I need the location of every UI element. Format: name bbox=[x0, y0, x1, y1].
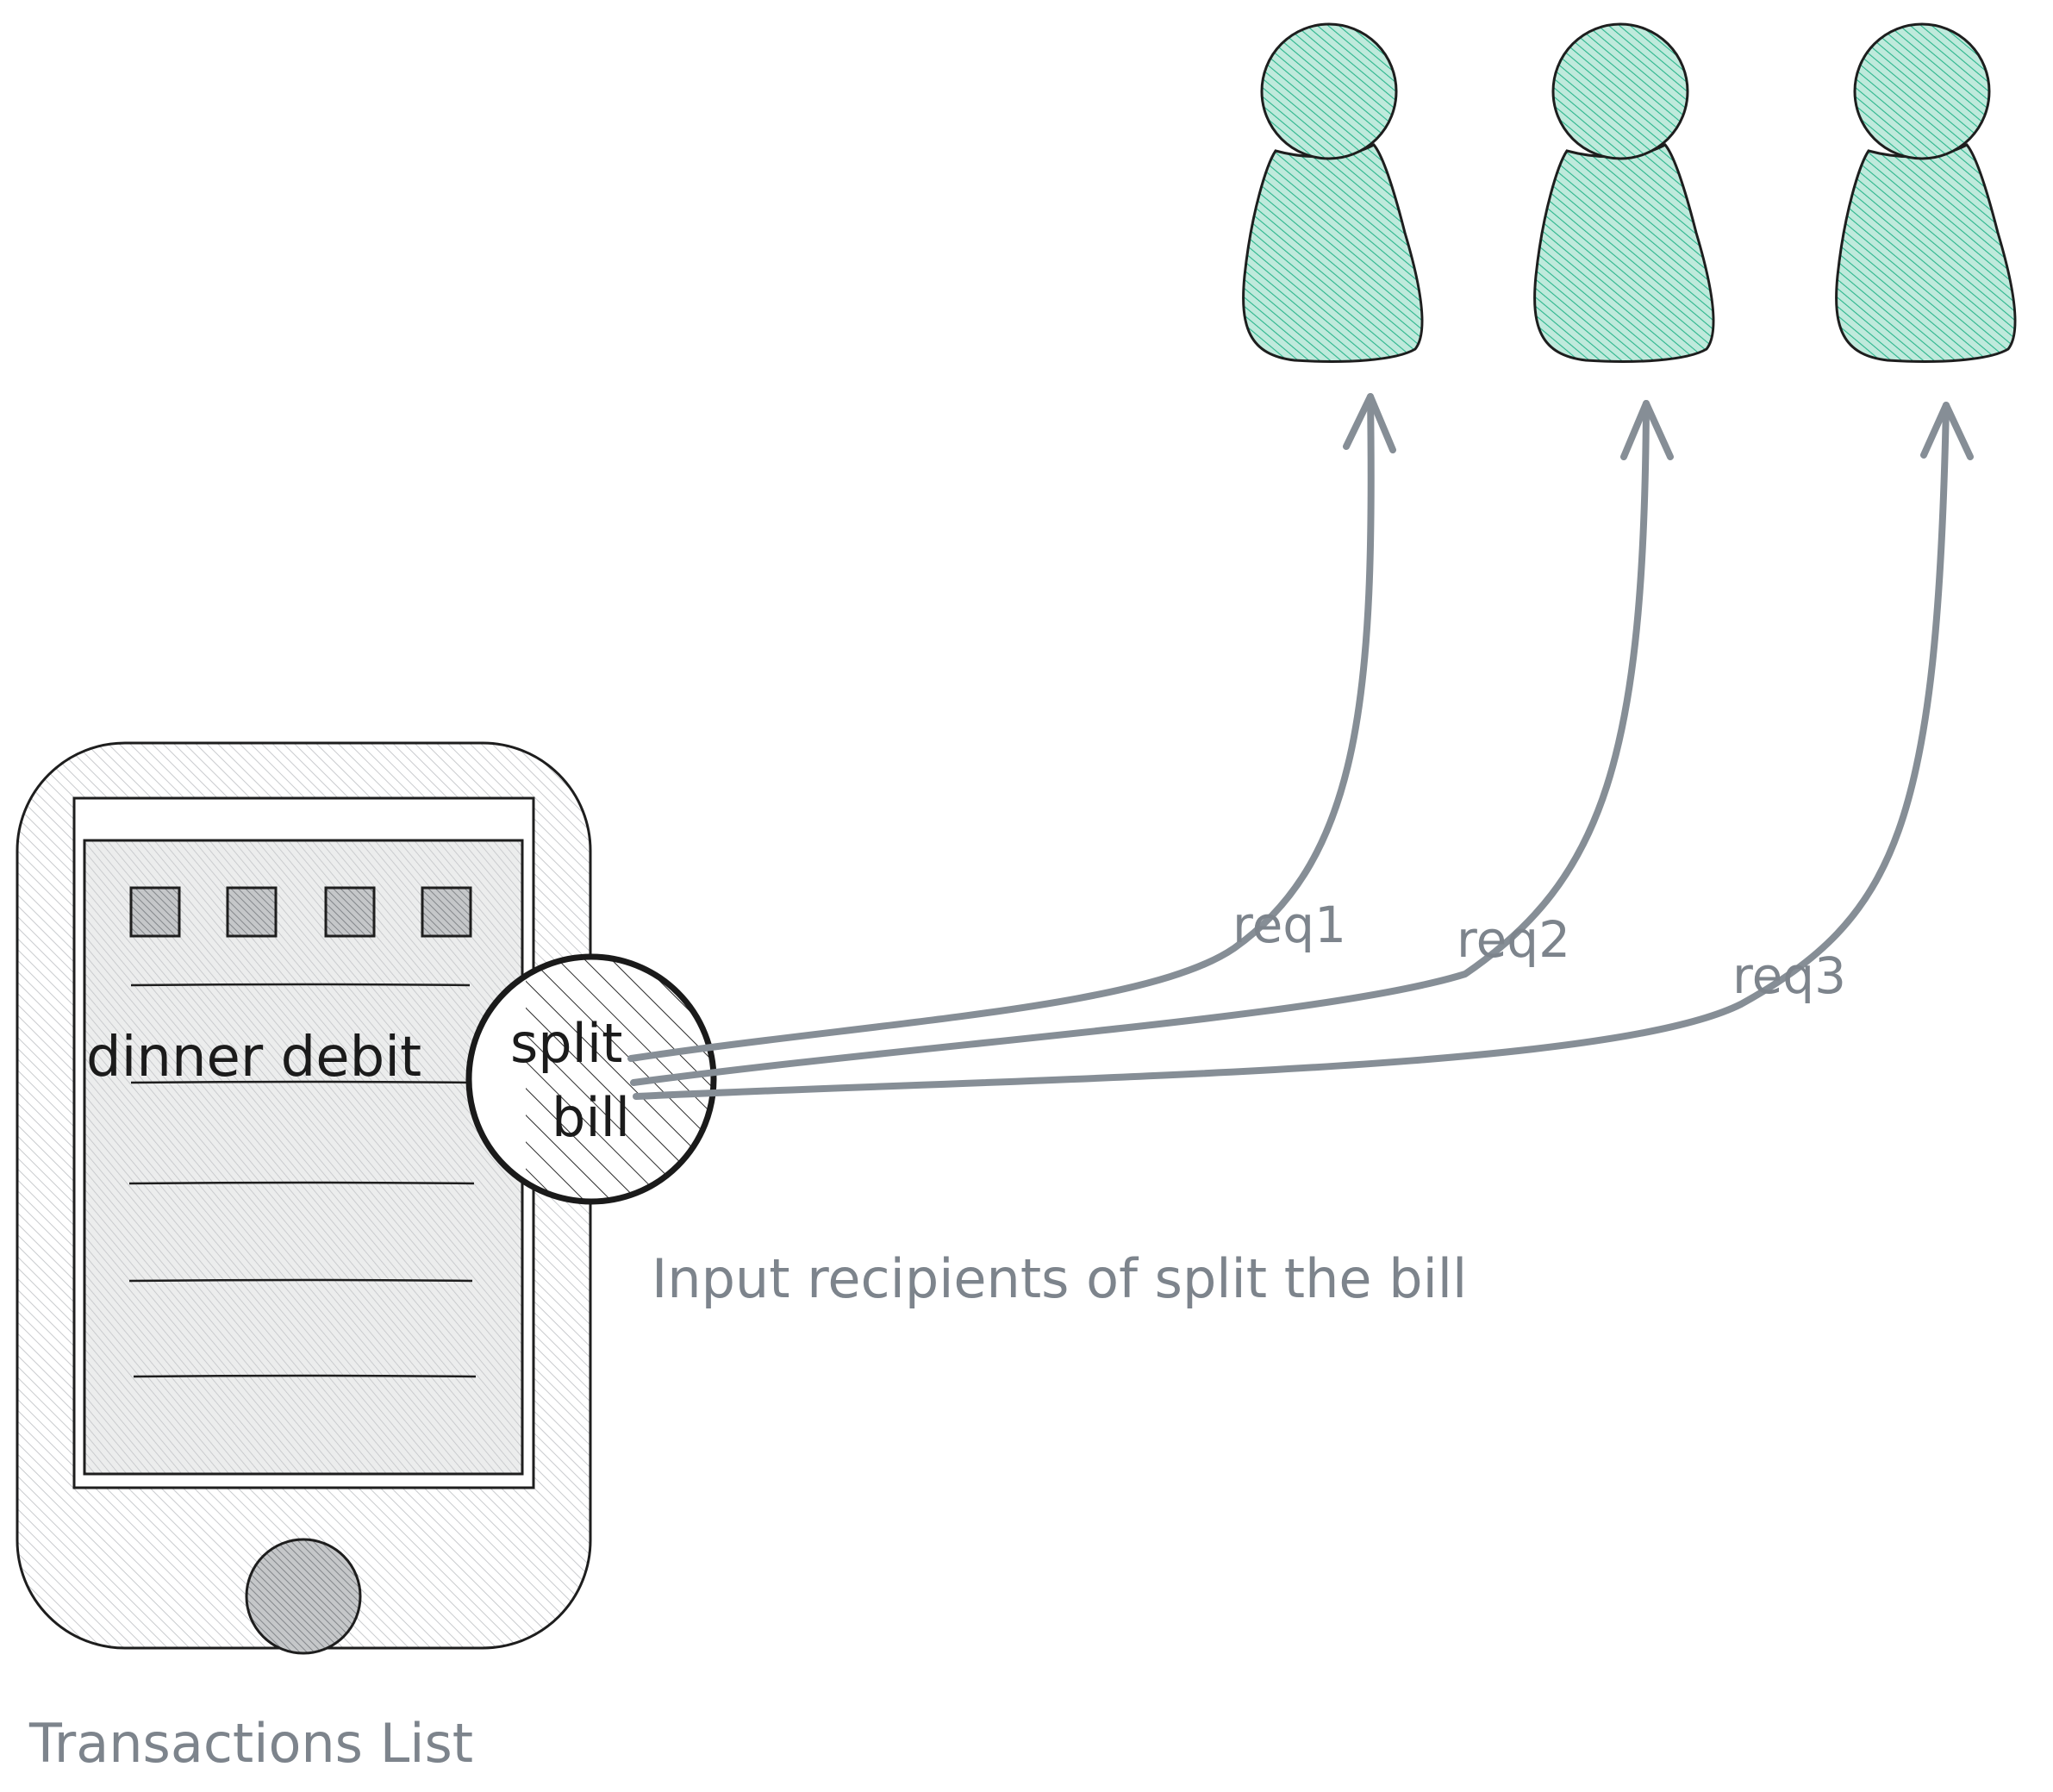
split-bill-button[interactable]: split bill bbox=[465, 953, 717, 1205]
person-icon[interactable] bbox=[1835, 22, 2017, 363]
arrow-req3-head bbox=[1920, 402, 1974, 460]
arrow-req1 bbox=[627, 393, 1375, 1062]
request-arrows bbox=[627, 393, 1974, 1100]
transaction-list bbox=[128, 983, 477, 1378]
list-divider bbox=[133, 1374, 477, 1378]
recipients bbox=[1242, 22, 2017, 363]
arrow-req3 bbox=[633, 402, 1950, 1100]
person-icon[interactable] bbox=[1533, 22, 1715, 363]
app-icon[interactable] bbox=[129, 886, 181, 938]
arrow-req2 bbox=[630, 400, 1650, 1086]
app-icons bbox=[129, 886, 472, 938]
list-divider bbox=[128, 1278, 473, 1283]
phone-screen bbox=[83, 839, 524, 1476]
split-bill-label-line2: bill bbox=[552, 1086, 630, 1149]
app-icon[interactable] bbox=[324, 886, 376, 938]
phone-caption: Transactions List bbox=[28, 1712, 473, 1775]
app-icon[interactable] bbox=[421, 886, 472, 938]
list-divider bbox=[130, 983, 471, 987]
request-label-req3: req3 bbox=[1732, 946, 1846, 1005]
arrow-req2-head bbox=[1620, 400, 1674, 460]
app-icon[interactable] bbox=[226, 886, 278, 938]
arrow-req1-head bbox=[1343, 393, 1396, 453]
split-bill-label-line1: split bbox=[510, 1012, 622, 1075]
request-label-req2: req2 bbox=[1457, 910, 1570, 969]
input-recipients-note: Input recipients of split the bill bbox=[652, 1247, 1467, 1310]
home-button-icon[interactable] bbox=[245, 1538, 362, 1655]
list-divider bbox=[130, 1080, 473, 1084]
transaction-row-label[interactable]: dinner debit bbox=[86, 1026, 421, 1090]
request-label-req1: req1 bbox=[1232, 896, 1346, 954]
person-icon[interactable] bbox=[1242, 22, 1424, 363]
phone bbox=[16, 741, 592, 1655]
